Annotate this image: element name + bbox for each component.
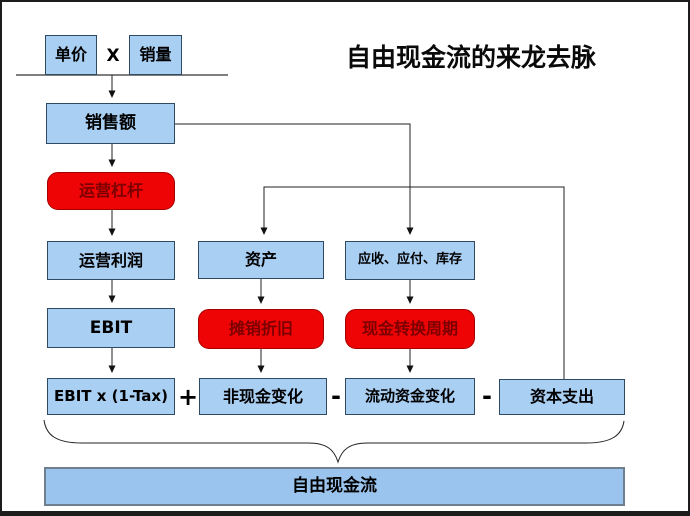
node-working-capital-change: 流动资金变化: [345, 378, 475, 415]
node-assets: 资产: [198, 241, 324, 279]
node-cash-conversion-cycle: 现金转换周期: [345, 309, 475, 349]
multiply-sign: X: [106, 46, 120, 66]
node-free-cash-flow: 自由现金流: [44, 467, 625, 506]
node-sales-revenue: 销售额: [46, 103, 175, 144]
node-capital-expenditure: 资本支出: [499, 379, 625, 415]
node-non-cash-change: 非现金变化: [199, 378, 327, 415]
node-operating-profit: 运营利润: [47, 241, 175, 280]
node-sales-volume: 销量: [129, 35, 182, 75]
node-receivables-payables-inventory: 应收、应付、库存: [345, 241, 475, 280]
operator-plus: +: [178, 383, 199, 411]
node-unit-price: 单价: [45, 35, 97, 75]
operator-minus-1: -: [331, 382, 341, 410]
operator-minus-2: -: [482, 382, 492, 410]
node-operating-leverage: 运营杠杆: [47, 172, 175, 210]
page-title: 自由现金流的来龙去脉: [345, 43, 596, 72]
node-amortization-depreciation: 摊销折旧: [198, 309, 324, 349]
node-ebit: EBIT: [47, 308, 175, 348]
node-ebit-after-tax: EBIT x (1-Tax): [47, 378, 175, 415]
